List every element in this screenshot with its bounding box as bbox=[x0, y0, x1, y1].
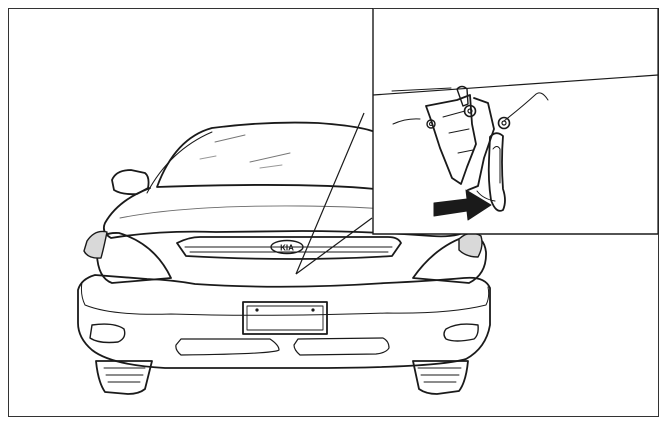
hood-latch-inset bbox=[373, 8, 658, 234]
license-plate bbox=[243, 302, 327, 334]
brand-badge-text: KIA bbox=[280, 244, 294, 253]
